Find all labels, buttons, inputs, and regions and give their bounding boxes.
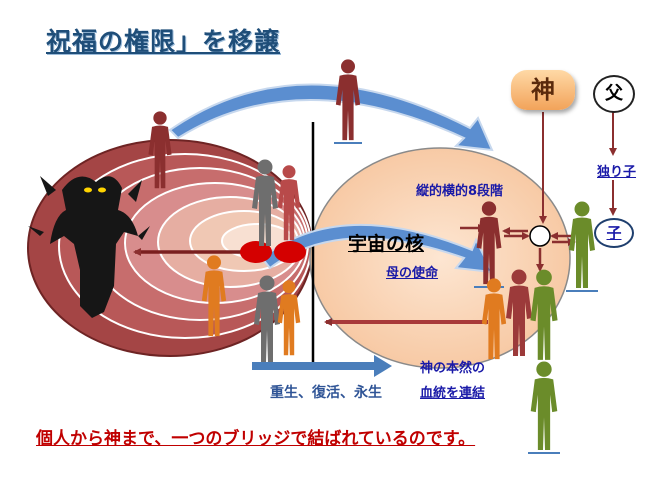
satan-figure bbox=[28, 176, 150, 318]
cosmos-ellipse bbox=[309, 147, 571, 369]
red-oval-right bbox=[274, 241, 306, 263]
rebirth-arrow bbox=[252, 355, 392, 377]
mother-mission-label: 母の使命 bbox=[386, 266, 439, 281]
core-circle bbox=[529, 225, 551, 247]
father-label: 父 bbox=[593, 75, 635, 113]
son-label: 子 bbox=[594, 218, 634, 248]
red-oval-left bbox=[240, 241, 272, 263]
bridge-caption: 個人から神まで、一つのブリッジで結ばれているのです。 bbox=[36, 429, 476, 449]
only-son-label: 独り子 bbox=[597, 165, 637, 180]
lineage-label-line1: 神の本然の bbox=[420, 361, 486, 376]
rebirth-label: 重生、復活、永生 bbox=[270, 385, 382, 401]
page-title: 祝福の権限」を移譲 bbox=[46, 27, 281, 56]
top-curved-arrow bbox=[168, 83, 494, 152]
cosmic-core-label: 宇宙の核 bbox=[348, 233, 425, 255]
eight-stages-label: 縦的横的8段階 bbox=[416, 184, 504, 199]
figure-green-right bbox=[569, 201, 595, 288]
god-label: 神 bbox=[511, 70, 575, 110]
lineage-label-line2: 血統を連結 bbox=[420, 386, 486, 401]
figure-green-bottom bbox=[530, 361, 558, 450]
figure-top-red bbox=[335, 59, 361, 141]
